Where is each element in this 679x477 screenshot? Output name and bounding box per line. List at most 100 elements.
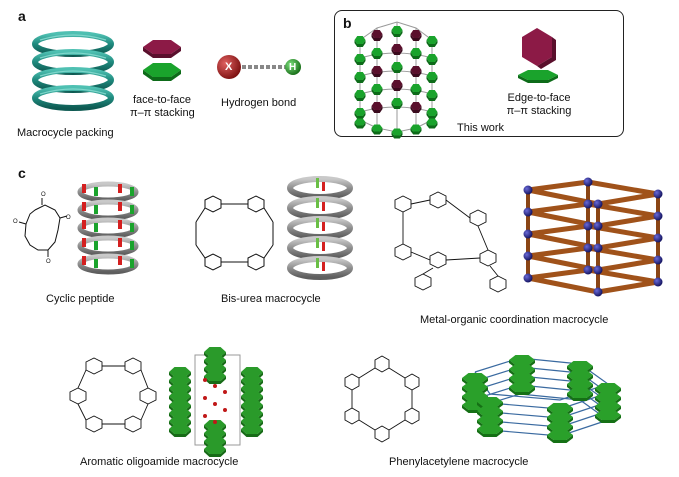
barrel-hexagon [391, 26, 403, 37]
barrel-hexagon [371, 102, 383, 113]
metal-node [523, 229, 533, 239]
hbond-marker [322, 202, 325, 211]
label-face-to-face-1: face-to-face [132, 94, 192, 106]
carbonyl-marker [203, 378, 207, 382]
barrel-hexagon [391, 44, 403, 55]
peptide-ring [77, 199, 139, 221]
barrel-hexagon [391, 98, 403, 109]
metal-node [583, 221, 593, 231]
hbond-marker [118, 220, 122, 229]
carbonyl-marker [203, 414, 207, 418]
hbond-marker [130, 187, 134, 196]
hbond-marker [316, 198, 319, 208]
label-bis-urea: Bis-urea macrocycle [221, 293, 321, 305]
metal-node [523, 251, 533, 261]
cage-rod [595, 257, 661, 273]
cage-rod [525, 267, 591, 281]
barrel-hexagon [391, 128, 403, 139]
barrel-hexagon [354, 72, 366, 83]
label-edge-to-face-1: Edge-to-face [507, 92, 571, 104]
metal-node [653, 211, 663, 221]
barrel-hexagon [371, 30, 383, 41]
metal-node [593, 265, 603, 275]
barrel-hexagon [426, 118, 438, 129]
metal-organic-cage [523, 177, 663, 297]
barrel-hexagon [410, 48, 422, 59]
hbond-marker [118, 238, 122, 247]
svg-text:O: O [66, 215, 71, 221]
barrel-hexagon [410, 66, 422, 77]
edge-to-face-hexagons [518, 28, 558, 83]
peptide-ring [77, 235, 139, 257]
label-aromatic-oligoamide: Aromatic oligoamide macrocycle [80, 456, 239, 468]
metal-node [653, 277, 663, 287]
metal-node [523, 273, 533, 283]
metal-node [523, 207, 533, 217]
metal-organic-structure [394, 191, 507, 293]
hbond-marker [82, 238, 86, 247]
svg-text:O: O [41, 192, 46, 198]
phenylacetylene-hexagon [477, 424, 503, 437]
metal-node [593, 199, 603, 209]
metal-node [583, 177, 593, 187]
oligo-hexagon [204, 371, 226, 384]
cage-rod [585, 179, 661, 197]
bis-urea-ring [287, 236, 353, 260]
hbond-marker [118, 256, 122, 265]
hbond-marker [316, 258, 319, 268]
atom-x-label: X [225, 61, 233, 73]
face-to-face-hexagons [143, 40, 181, 81]
barrel-hexagon [391, 80, 403, 91]
barrel-hexagon [354, 90, 366, 101]
metal-node [653, 189, 663, 199]
cage-rod [595, 279, 661, 295]
hbond-marker [130, 223, 134, 232]
macrocycle-coil-highlight [39, 34, 107, 95]
hbond-marker [322, 262, 325, 271]
hbond-marker [82, 256, 86, 265]
bis-urea-ring [287, 256, 353, 280]
bis-urea-ring [287, 196, 353, 220]
barrel-hexagon [426, 72, 438, 83]
aromatic-oligoamide-structure [69, 357, 157, 433]
peptide-ring [77, 217, 139, 239]
barrel-hexagon [354, 108, 366, 119]
barrel-hexagon [371, 66, 383, 77]
hbond-marker [130, 259, 134, 268]
hbond-marker [322, 222, 325, 231]
label-macrocycle-packing: Macrocycle packing [17, 127, 114, 139]
atom-h-label: H [289, 62, 297, 73]
hbond-marker [118, 184, 122, 193]
metal-node [653, 233, 663, 243]
bis-urea-rings [287, 176, 353, 280]
panel-b-frame [334, 10, 624, 137]
barrel-hexagon [371, 48, 383, 59]
svg-text:O: O [46, 259, 51, 265]
metal-node [583, 265, 593, 275]
barrel-hexagon [426, 90, 438, 101]
cage-rod [595, 213, 661, 229]
metal-node [593, 243, 603, 253]
metal-node [593, 287, 603, 297]
bis-urea-structure [195, 195, 274, 271]
barrel-hexagon [410, 30, 422, 41]
oligo-hexagon [241, 424, 263, 437]
cage-rod [595, 191, 661, 207]
metal-node [523, 185, 533, 195]
carbonyl-marker [213, 384, 217, 388]
barrel-hexagon [391, 62, 403, 73]
hbond-marker [130, 241, 134, 250]
barrel-hexagon [354, 36, 366, 47]
barrel-hexagon [426, 54, 438, 65]
label-cyclic-peptide: Cyclic peptide [46, 293, 115, 305]
hbond-marker [94, 205, 98, 214]
hbond-marker [94, 223, 98, 232]
cage-rod [525, 245, 591, 259]
hbond-marker [82, 184, 86, 193]
metal-node [583, 199, 593, 209]
barrel-hexagon [426, 108, 438, 119]
hbond-marker [82, 220, 86, 229]
phenylacetylene-hexagon [595, 410, 621, 423]
hbond-marker [316, 178, 319, 188]
